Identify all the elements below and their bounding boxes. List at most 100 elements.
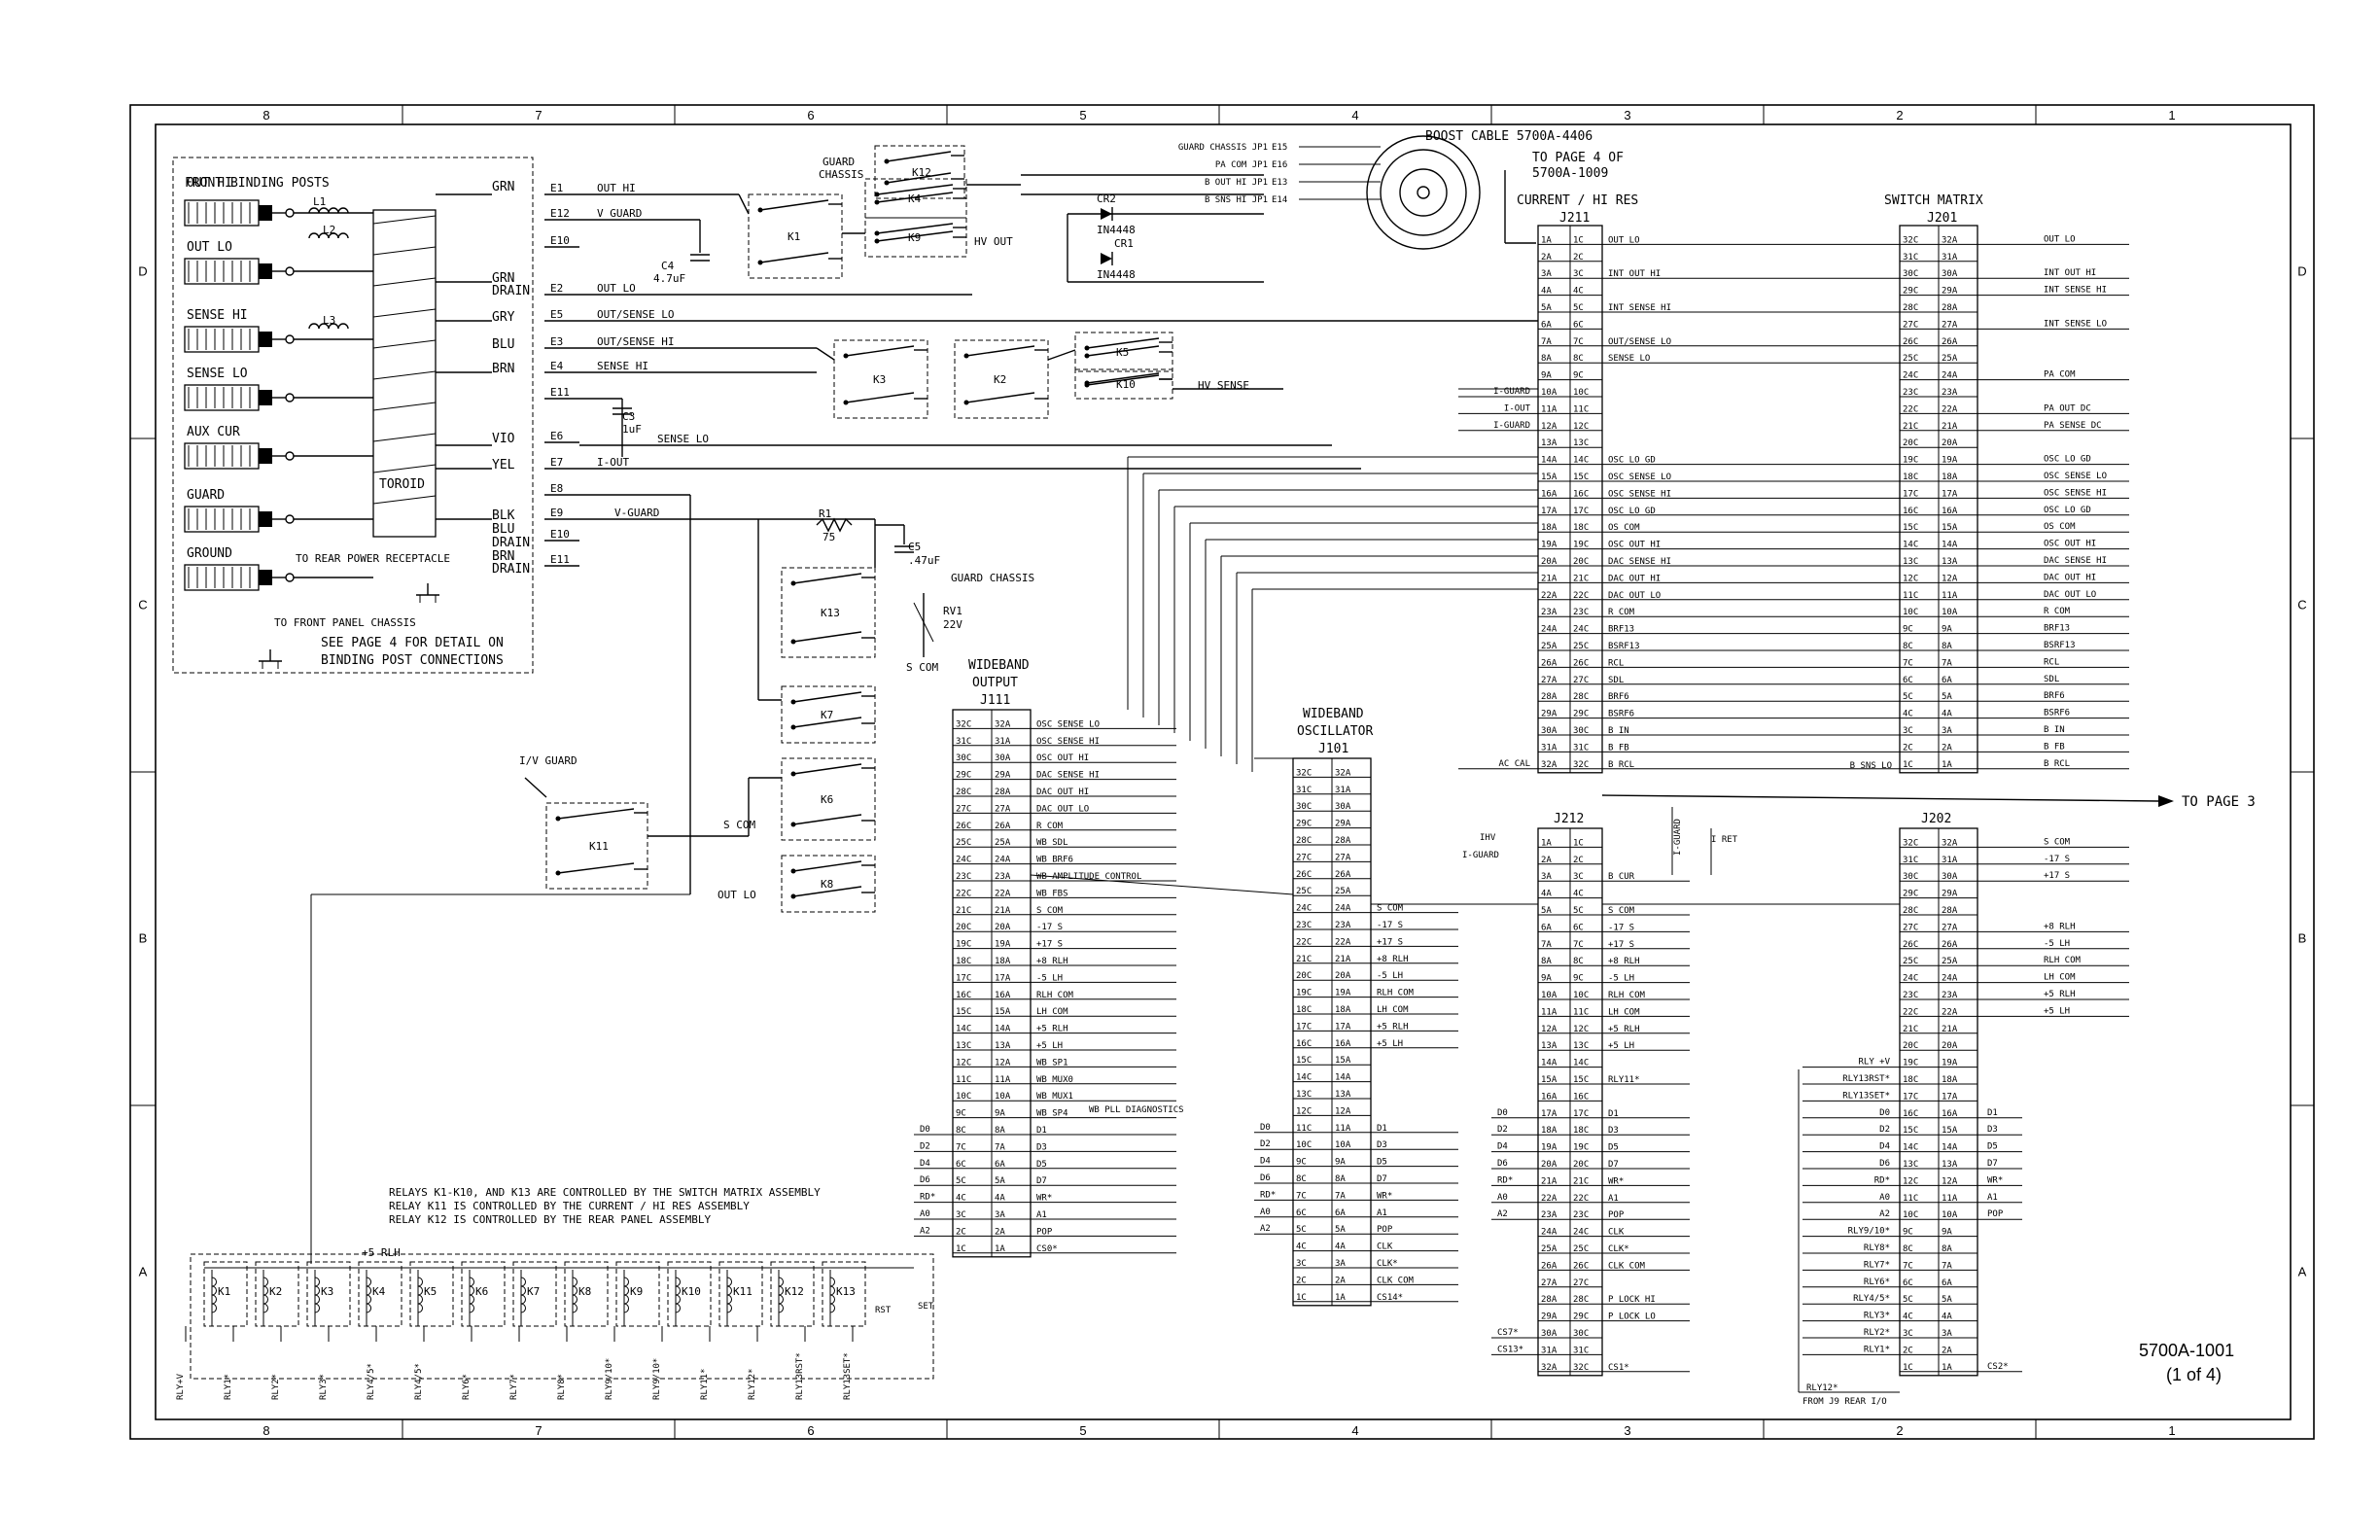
zone-bottom-label: 1 [2168, 1423, 2175, 1438]
j111-net-label: +5 RLH [1036, 1025, 1068, 1034]
j202-pin-left: 11C [1903, 1194, 1918, 1204]
coil-winding [469, 1285, 474, 1296]
j202-left-label: D4 [1879, 1142, 1890, 1152]
coil-winding [520, 1277, 526, 1287]
e-terminal-label: E11 [550, 386, 570, 399]
binding-post-nut [259, 205, 272, 221]
to-page-3-arrow [2158, 795, 2174, 807]
j211-pin-right: 13C [1573, 438, 1589, 448]
j111-pin-left: 31C [956, 737, 971, 747]
i-guard-vertical-label: I-GUARD [1673, 819, 1683, 856]
j111-pin-right: 8A [995, 1126, 1005, 1136]
j101-net-label: WR* [1377, 1191, 1392, 1201]
inductor-coil [328, 207, 339, 214]
inductor-l1: L1 [313, 195, 326, 208]
zone-side-label: A [139, 1265, 148, 1279]
j111-pin-left: 25C [956, 838, 971, 848]
j202-pin-left: 10C [1903, 1210, 1918, 1220]
j202-net-label: D1 [1987, 1108, 1998, 1118]
j212-pin-right: 11C [1573, 1007, 1589, 1017]
relay-contact [792, 886, 862, 897]
coil-winding [572, 1277, 578, 1287]
j211-pin-right: 21C [1573, 574, 1589, 583]
binding-post-label: SENSE LO [187, 367, 248, 381]
j111-net-label: OSC OUT HI [1036, 753, 1089, 763]
zone-top-label: 3 [1624, 108, 1630, 122]
j201-pin-left: 29C [1903, 287, 1918, 297]
relay-contact [759, 199, 829, 211]
j111-pin-right: 21A [995, 906, 1011, 916]
coil-name: K12 [785, 1285, 804, 1298]
j211-pin-left: 17A [1541, 507, 1558, 516]
j201-pin-right: 25A [1942, 354, 1958, 364]
j202-net-label: RLH COM [2044, 956, 2082, 965]
j101-left-label: A0 [1260, 1208, 1271, 1217]
i-guard-label: I-GUARD [1462, 851, 1499, 860]
j111-left-label: D4 [920, 1159, 930, 1169]
relay-contact [876, 192, 954, 203]
j111-net-label: WB FBS [1036, 889, 1068, 898]
relay-pivot [757, 207, 763, 213]
relay-contact [876, 230, 954, 242]
j111-pin-right: 3A [995, 1210, 1005, 1220]
j101-pin-right: 18A [1335, 1005, 1351, 1015]
j202-pin-right: 8A [1942, 1244, 1952, 1254]
relay-contact [557, 808, 635, 820]
toroid-winding [372, 495, 437, 505]
j211-pin-right: 3C [1573, 269, 1584, 279]
j101-net-label: D3 [1377, 1140, 1387, 1150]
j202-pin-left: 13C [1903, 1160, 1918, 1170]
toroid-winding [372, 402, 437, 411]
boost-cable: BOOST CABLE 5700A-4406 TO PAGE 4 OF 5700… [1178, 129, 1624, 250]
j101-title: WIDEBAND [1303, 707, 1364, 721]
e-terminal-label: E10 [550, 234, 570, 247]
j101-pin-left: 5C [1296, 1225, 1307, 1235]
coil-winding [211, 1277, 217, 1287]
jumper-label: GUARD CHASSIS JP1 [1178, 143, 1268, 153]
j201-pin-right: 5A [1942, 692, 1952, 702]
j212-pin-left: 13A [1541, 1041, 1558, 1051]
j211-pin-left: 11A [1541, 404, 1558, 414]
binding-post-box [172, 157, 534, 674]
jumper-terminal: E13 [1272, 178, 1287, 188]
j101-pin-left: 12C [1296, 1106, 1312, 1116]
j101-pin-right: 10A [1335, 1140, 1351, 1150]
j212-net-label: RLY11* [1608, 1075, 1640, 1085]
zone-bottom-label: 5 [1079, 1423, 1086, 1438]
relay-label: K8 [821, 878, 833, 891]
j211-pin-left: 9A [1541, 371, 1552, 381]
relay-pivot [963, 400, 969, 405]
j201-pin-right: 26A [1942, 337, 1958, 347]
j201-pin-left: 30C [1903, 269, 1918, 279]
j101-subtitle-2: J101 [1318, 742, 1348, 756]
j101-pin-left: 9C [1296, 1158, 1307, 1168]
relay-wire [738, 193, 750, 215]
j101-pin-left: 24C [1296, 904, 1312, 914]
j202-pin-right: 21A [1942, 1025, 1958, 1034]
j101-left-label: D6 [1260, 1173, 1271, 1183]
j212-pin-left: 7A [1541, 940, 1552, 950]
binding-post-label: SENSE HI [187, 308, 248, 323]
j211-net-label: OS COM [1608, 523, 1640, 533]
j212-pin-left: 21A [1541, 1176, 1558, 1186]
binding-note-1: SEE PAGE 4 FOR DETAIL ON [321, 636, 504, 650]
j211-pin-left: 24A [1541, 625, 1558, 635]
j101-pin-right: 26A [1335, 870, 1351, 880]
j111-net-label: -5 LH [1036, 973, 1063, 983]
coil-winding [366, 1277, 371, 1287]
j211-pin-right: 29C [1573, 710, 1589, 719]
j111-net-label: R COM [1036, 822, 1064, 831]
toroid [372, 209, 437, 538]
j211-net-label: OSC LO GD [1608, 456, 1656, 466]
j101-pin-right: 20A [1335, 971, 1351, 981]
j101-net-label: D7 [1377, 1174, 1387, 1184]
j101-net-label: -5 LH [1377, 971, 1403, 981]
j201-net-label: DAC OUT HI [2044, 573, 2096, 582]
j101-pin-left: 11C [1296, 1124, 1312, 1134]
j211-pin-right: 30C [1573, 726, 1589, 736]
j202-pin-right: 18A [1942, 1075, 1958, 1085]
j101-left-label: RD* [1260, 1190, 1276, 1200]
j202-pin-left: 5C [1903, 1295, 1913, 1305]
j202-left-label: RLY +V [1858, 1058, 1890, 1068]
coil-drive-label: RLY4/5* [414, 1363, 424, 1400]
